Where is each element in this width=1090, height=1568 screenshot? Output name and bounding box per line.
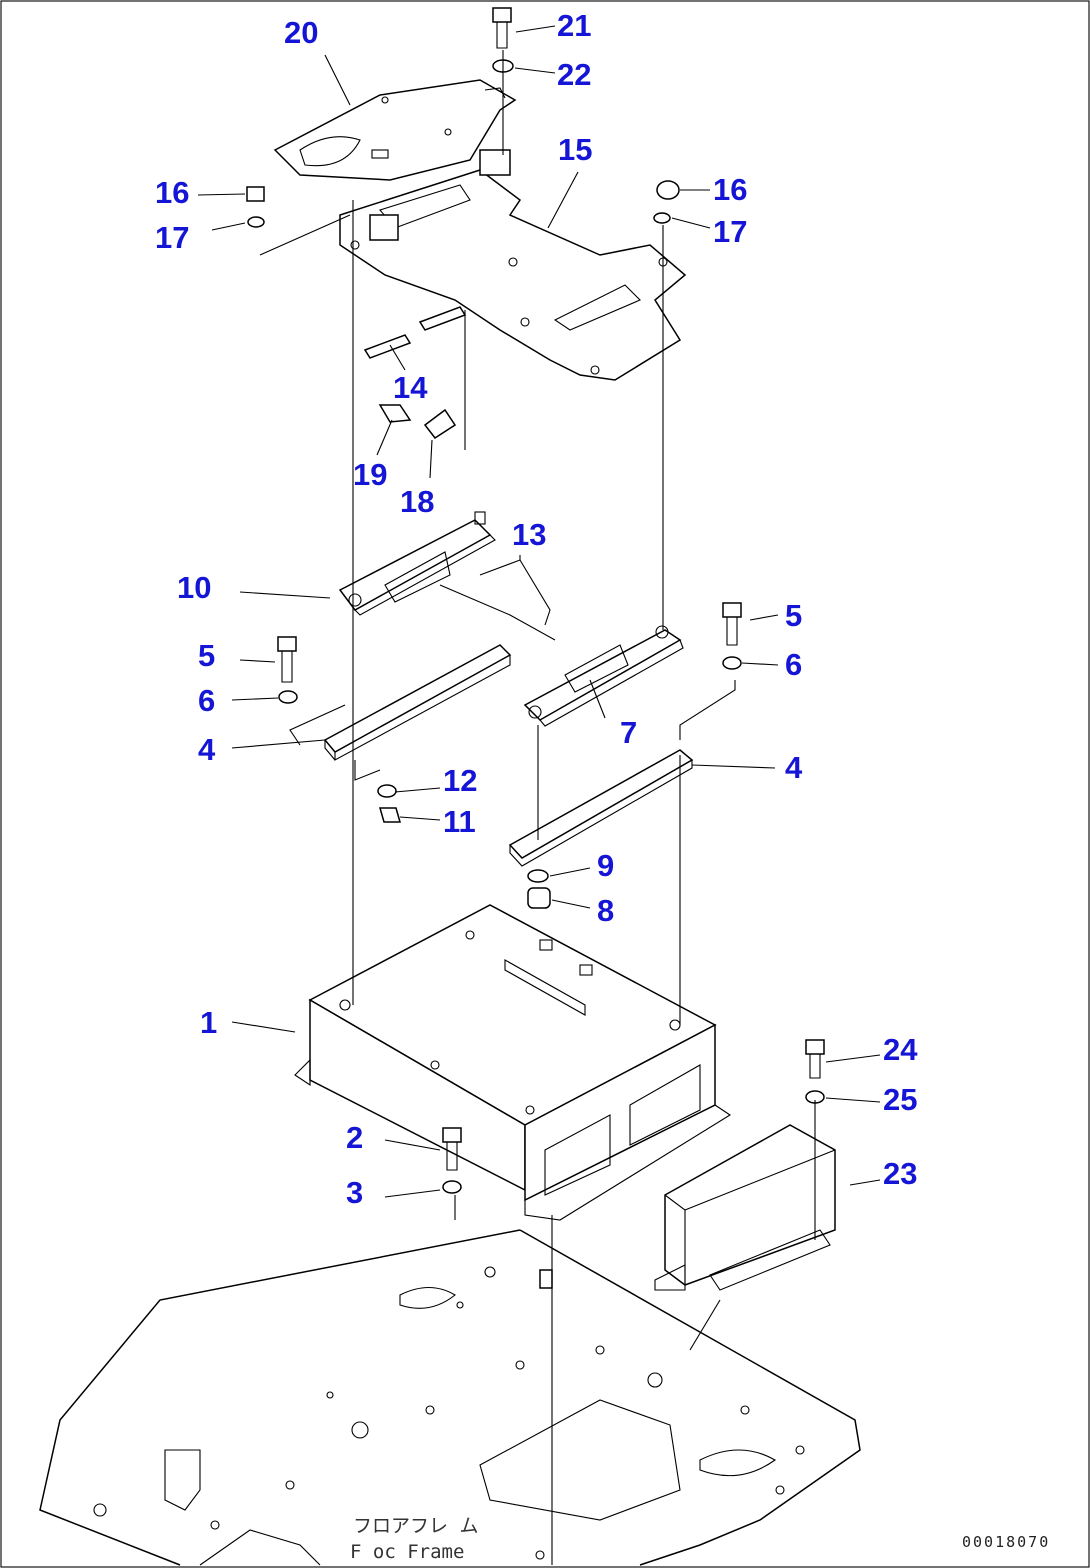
callout-22: 22 [557,57,591,92]
callout-16-left: 16 [155,175,189,210]
floor-frame-caption-japanese: フロアフレ ム [353,1515,478,1537]
callout-11: 11 [443,804,476,839]
support-plate [339,149,687,381]
adjuster-rod [439,584,556,641]
callout-14: 14 [393,370,428,405]
callout-5-left: 5 [198,638,215,673]
callout-7: 7 [620,715,637,750]
fasteners [246,7,825,1289]
callout-4-left: 4 [198,732,216,767]
callout-5-right: 5 [785,598,802,633]
callout-17-right: 17 [713,214,747,249]
callout-9: 9 [597,848,614,883]
callout-24: 24 [883,1032,918,1067]
callout-16-right: 16 [713,172,747,207]
callout-18: 18 [400,484,434,519]
alignment-lines [259,50,816,1565]
callout-6-right: 6 [785,647,802,682]
callout-1: 1 [200,1005,217,1040]
callout-12: 12 [443,763,477,798]
callout-20: 20 [284,15,318,50]
leader-lines [197,25,881,1198]
callout-19: 19 [353,457,387,492]
callout-10: 10 [177,570,211,605]
callout-15: 15 [558,132,592,167]
callout-3: 3 [346,1175,363,1210]
callout-21: 21 [557,8,591,43]
document-id: 00018070 [962,1533,1050,1551]
cover-plate [654,1124,836,1291]
seat-stand [294,904,732,1221]
floor-frame [39,1229,861,1566]
floor-frame-caption-english: F oc Frame [350,1541,464,1563]
callout-6-left: 6 [198,683,215,718]
callout-13: 13 [512,517,546,552]
callout-23: 23 [883,1156,917,1191]
callout-8: 8 [597,893,614,928]
callout-labels: 20 21 22 15 16 17 16 17 14 19 18 13 10 5… [155,8,918,1210]
slide-adjuster-left [338,511,496,616]
callout-2: 2 [346,1120,363,1155]
slide-adjuster-right [523,625,684,727]
callout-4-right: 4 [785,750,803,785]
callout-17-left: 17 [155,220,189,255]
top-bracket [273,79,517,181]
slide-rail-left [323,644,512,761]
callout-25: 25 [883,1082,917,1117]
